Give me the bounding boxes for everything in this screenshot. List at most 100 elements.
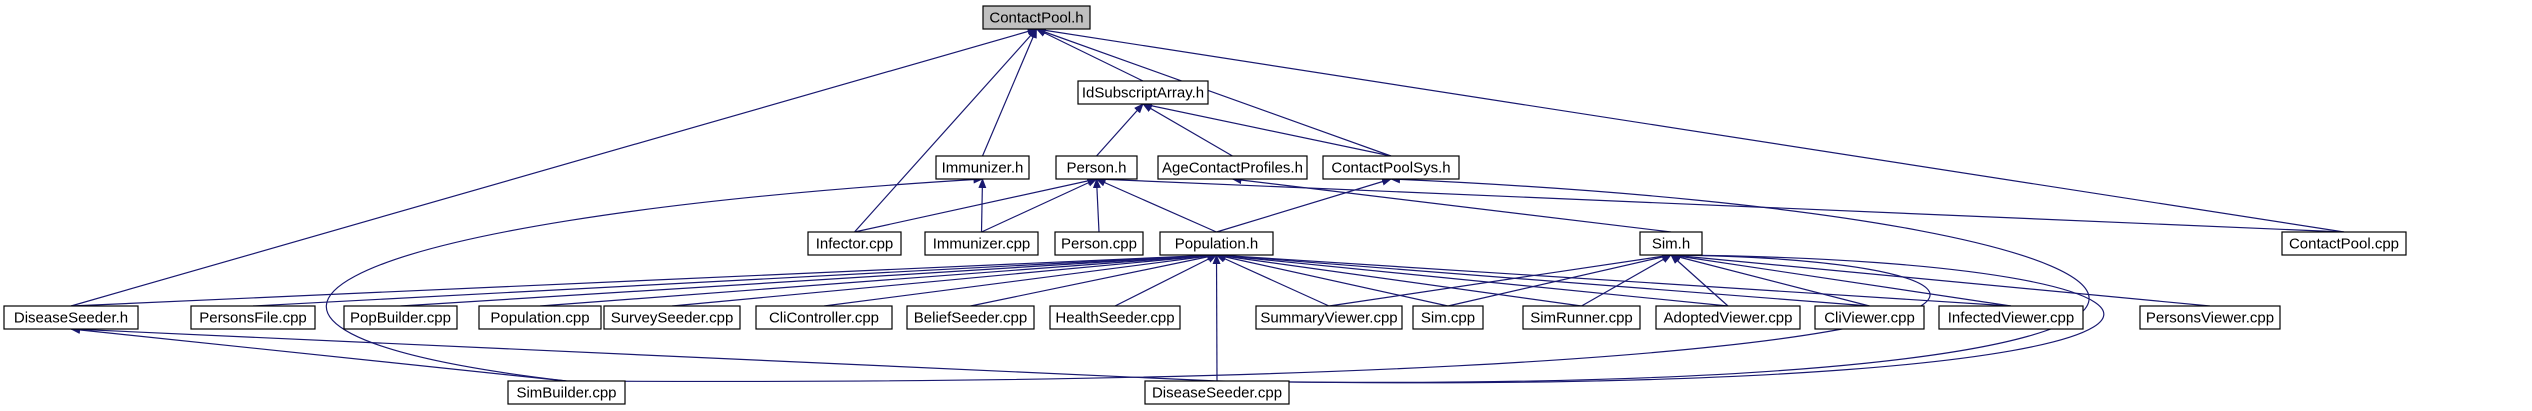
- node-immunizer-h[interactable]: Immunizer.h: [935, 155, 1030, 180]
- node-label-infector-cpp: Infector.cpp: [816, 236, 894, 253]
- node-immunizer-cpp[interactable]: Immunizer.cpp: [924, 231, 1039, 256]
- nodes-layer: ContactPool.hIdSubscriptArray.hImmunizer…: [3, 5, 2407, 405]
- edge-summaryviewer-cpp-to-sim-h: [1328, 252, 1672, 307]
- node-person-cpp[interactable]: Person.cpp: [1054, 231, 1144, 256]
- node-box-infectedviewer-cpp: [1938, 305, 2084, 330]
- edge-popbuilder-cpp-to-population-h: [400, 251, 1218, 307]
- edge-simrunner-cpp-to-sim-h: [1581, 254, 1672, 307]
- edge-personsviewer-cpp-to-sim-h: [1670, 251, 2211, 307]
- node-simbuilder-cpp[interactable]: SimBuilder.cpp: [507, 380, 626, 405]
- edge-summaryviewer-cpp-to-population-h: [1215, 254, 1330, 307]
- edge-population-cpp-to-population-h: [539, 251, 1218, 307]
- node-label-personsviewer-cpp: PersonsViewer.cpp: [2146, 310, 2274, 327]
- node-personsfile-cpp[interactable]: PersonsFile.cpp: [190, 305, 316, 330]
- node-beliefseeder-cpp[interactable]: BeliefSeeder.cpp: [906, 305, 1035, 330]
- node-label-healthseeder-cpp: HealthSeeder.cpp: [1055, 310, 1174, 327]
- node-label-contactpool-cpp: ContactPool.cpp: [2289, 236, 2399, 253]
- edge-immunizer-cpp-to-person-h: [981, 178, 1098, 233]
- node-box-contactpoolsys-h: [1322, 155, 1460, 180]
- node-infectedviewer-cpp[interactable]: InfectedViewer.cpp: [1938, 305, 2084, 330]
- node-box-agecontactprofiles-h: [1157, 155, 1308, 180]
- edge-infector-cpp-to-person-h: [854, 177, 1098, 233]
- node-simrunner-cpp[interactable]: SimRunner.cpp: [1522, 305, 1641, 330]
- edge-contactpool-cpp-to-contactpool-h: [1035, 26, 2345, 233]
- node-population-cpp[interactable]: Population.cpp: [478, 305, 602, 330]
- node-contactpool-cpp[interactable]: ContactPool.cpp: [2281, 231, 2407, 256]
- node-box-simbuilder-cpp: [507, 380, 626, 405]
- node-population-h[interactable]: Population.h: [1159, 231, 1274, 256]
- node-box-simrunner-cpp: [1522, 305, 1641, 330]
- node-contactpool-h[interactable]: ContactPool.h: [982, 5, 1091, 30]
- edge-contactpool-cpp-to-person-h: [1095, 175, 2345, 233]
- node-idsubscriptarray-h[interactable]: IdSubscriptArray.h: [1077, 80, 1209, 105]
- edge-adoptedviewer-cpp-to-sim-h: [1670, 254, 1729, 307]
- node-box-summaryviewer-cpp: [1255, 305, 1403, 330]
- node-label-cliviewer-cpp: CliViewer.cpp: [1824, 310, 1915, 327]
- node-diseaseseeder-h[interactable]: DiseaseSeeder.h: [3, 305, 139, 330]
- node-summaryviewer-cpp[interactable]: SummaryViewer.cpp: [1255, 305, 1403, 330]
- edge-sim-cpp-to-population-h: [1215, 253, 1449, 307]
- edge-diseaseseeder-h-to-contactpool-h: [70, 27, 1038, 307]
- node-box-sim-h: [1639, 231, 1703, 256]
- edge-beliefseeder-cpp-to-population-h: [970, 252, 1218, 307]
- edge-idsubscriptarray-h-to-contactpool-h: [1035, 28, 1144, 82]
- node-box-population-cpp: [478, 305, 602, 330]
- node-cliviewer-cpp[interactable]: CliViewer.cpp: [1814, 305, 1925, 330]
- node-adoptedviewer-cpp[interactable]: AdoptedViewer.cpp: [1655, 305, 1801, 330]
- node-label-contactpoolsys-h: ContactPoolSys.h: [1331, 160, 1450, 177]
- node-box-idsubscriptarray-h: [1077, 80, 1209, 105]
- edge-diseaseseeder-cpp-to-sim-h: [1216, 251, 2105, 384]
- node-box-cliviewer-cpp: [1814, 305, 1925, 330]
- node-sim-h[interactable]: Sim.h: [1639, 231, 1703, 256]
- node-diseaseseeder-cpp[interactable]: DiseaseSeeder.cpp: [1144, 380, 1290, 405]
- node-personsviewer-cpp[interactable]: PersonsViewer.cpp: [2139, 305, 2281, 330]
- node-healthseeder-cpp[interactable]: HealthSeeder.cpp: [1049, 305, 1181, 330]
- node-person-h[interactable]: Person.h: [1055, 155, 1138, 180]
- edge-immunizer-h-to-contactpool-h: [981, 28, 1038, 157]
- node-label-contactpool-h: ContactPool.h: [989, 10, 1083, 27]
- edge-agecontactprofiles-h-to-idsubscriptarray-h: [1142, 103, 1233, 157]
- edge-simrunner-cpp-to-population-h: [1215, 252, 1582, 307]
- node-label-population-h: Population.h: [1175, 236, 1258, 253]
- edge-infectedviewer-cpp-to-population-h: [1215, 251, 2012, 307]
- node-box-immunizer-h: [935, 155, 1030, 180]
- edge-infectedviewer-cpp-to-sim-h: [1670, 252, 2012, 307]
- node-infector-cpp[interactable]: Infector.cpp: [807, 231, 902, 256]
- node-box-beliefseeder-cpp: [906, 305, 1035, 330]
- edge-simbuilder-cpp-to-diseaseseeder-h: [70, 325, 567, 382]
- edge-simbuilder-cpp-to-immunizer-h: [325, 175, 984, 382]
- node-box-clicontroller-cpp: [755, 305, 893, 330]
- edge-sim-h-to-agecontactprofiles-h: [1231, 176, 1672, 233]
- edge-cliviewer-cpp-to-sim-h: [1670, 253, 1870, 307]
- node-label-sim-cpp: Sim.cpp: [1421, 310, 1475, 327]
- node-label-immunizer-h: Immunizer.h: [942, 160, 1024, 177]
- edge-diseaseseeder-cpp-to-contactpoolsys-h: [1216, 175, 2090, 383]
- node-box-adoptedviewer-cpp: [1655, 305, 1801, 330]
- node-box-person-cpp: [1054, 231, 1144, 256]
- node-box-healthseeder-cpp: [1049, 305, 1181, 330]
- node-box-diseaseseeder-cpp: [1144, 380, 1290, 405]
- node-popbuilder-cpp[interactable]: PopBuilder.cpp: [343, 305, 458, 330]
- edge-contactpoolsys-h-to-contactpool-h: [1035, 28, 1392, 157]
- node-agecontactprofiles-h[interactable]: AgeContactProfiles.h: [1157, 155, 1308, 180]
- node-label-diseaseseeder-cpp: DiseaseSeeder.cpp: [1152, 385, 1282, 402]
- node-surveyseeder-cpp[interactable]: SurveySeeder.cpp: [603, 305, 741, 330]
- edge-immunizer-cpp-to-immunizer-h: [978, 178, 987, 233]
- node-clicontroller-cpp[interactable]: CliController.cpp: [755, 305, 893, 330]
- node-box-popbuilder-cpp: [343, 305, 458, 330]
- node-label-personsfile-cpp: PersonsFile.cpp: [199, 310, 307, 327]
- node-sim-cpp[interactable]: Sim.cpp: [1412, 305, 1484, 330]
- edge-cliviewer-cpp-to-population-h: [1215, 251, 1870, 307]
- edge-diseaseseeder-h-to-population-h: [70, 251, 1218, 307]
- edge-adoptedviewer-cpp-to-population-h: [1215, 251, 1729, 307]
- node-label-popbuilder-cpp: PopBuilder.cpp: [350, 310, 451, 327]
- node-box-personsfile-cpp: [190, 305, 316, 330]
- node-contactpoolsys-h[interactable]: ContactPoolSys.h: [1322, 155, 1460, 180]
- edge-infector-cpp-to-contactpool-h: [854, 28, 1038, 233]
- edge-population-h-to-person-h: [1095, 178, 1217, 233]
- node-box-diseaseseeder-h: [3, 305, 139, 330]
- node-label-person-h: Person.h: [1066, 160, 1126, 177]
- node-label-sim-h: Sim.h: [1652, 236, 1690, 253]
- node-box-immunizer-cpp: [924, 231, 1039, 256]
